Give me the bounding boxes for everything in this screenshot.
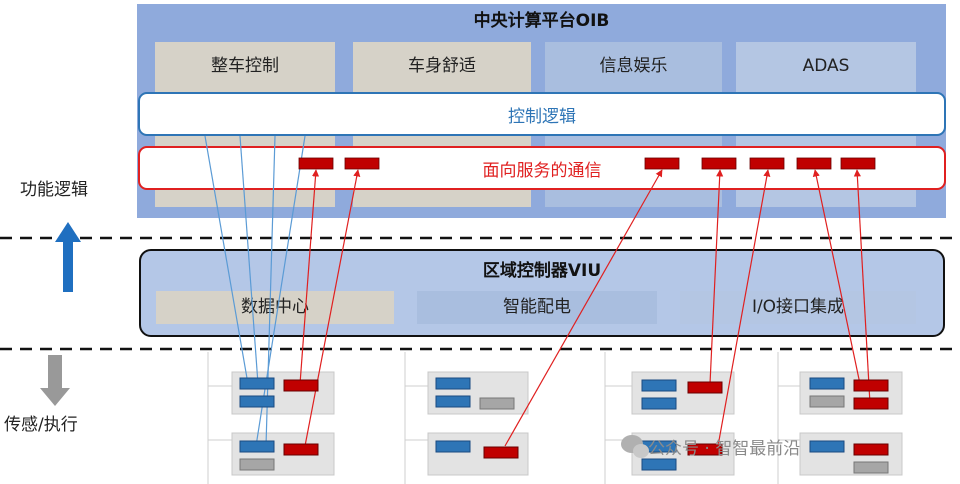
zone-function-power-distribution: 智能配电 — [417, 291, 657, 324]
domain-label-infotainment: 信息娱乐 — [599, 56, 668, 76]
soa-service-blocks — [298, 157, 876, 170]
function-logic-label: 功能逻辑 — [20, 180, 88, 200]
domain-label-vehicle-control: 整车控制 — [211, 56, 279, 76]
data-center-links — [204, 135, 306, 447]
zone-function-io-integration: I/O接口集成 — [680, 291, 916, 324]
node-boxes — [231, 371, 903, 476]
sensing-actuation-label: 传感/执行 — [4, 415, 78, 435]
wechat-icon — [621, 435, 649, 458]
zone-controller-title: 区域控制器VIU — [482, 261, 602, 281]
up-arrow-icon — [55, 222, 81, 292]
platform-title: 中央计算平台OIB — [473, 11, 610, 31]
domain-label-body-comfort: 车身舒适 — [408, 56, 476, 76]
watermark-text: 公众号 · 智智最前沿 — [648, 439, 801, 459]
zone-function-data-center: 数据中心 — [156, 291, 394, 324]
control-logic-band: 控制逻辑 — [138, 92, 946, 136]
domain-label-adas: ADAS — [802, 56, 850, 76]
node-frames — [207, 352, 800, 484]
node-components — [239, 377, 889, 474]
soa-links — [299, 169, 871, 447]
soa-band: 面向服务的通信 — [138, 146, 946, 190]
down-arrow-icon — [40, 355, 70, 406]
